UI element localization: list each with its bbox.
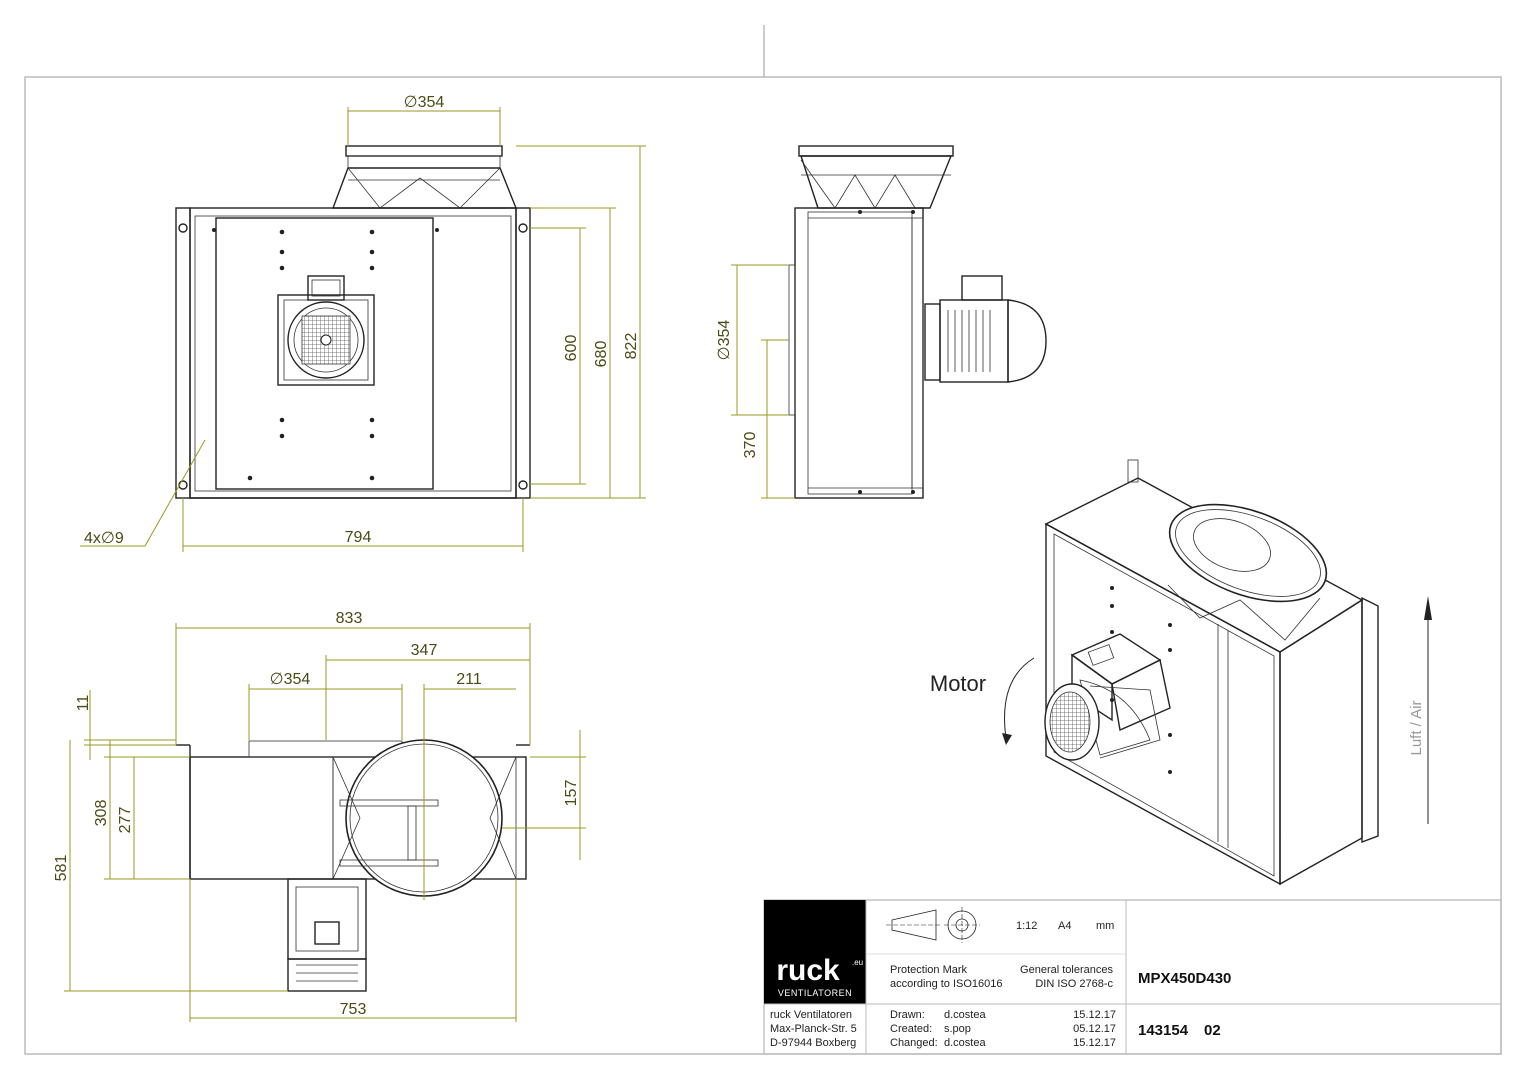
changed-date: 15.12.17 (1073, 1037, 1116, 1049)
dim-front-holes: 4x∅9 (84, 530, 124, 547)
drawn-label: Drawn: (890, 1009, 925, 1021)
front-view (175, 145, 531, 499)
dim-front-inlet-diameter: ∅354 (404, 94, 445, 111)
dim-top-depth-581: 581 (53, 855, 70, 882)
dim-top-depth-308: 308 (93, 800, 110, 827)
paper-size: A4 (1058, 920, 1071, 932)
product-name: MPX450D430 (1138, 970, 1231, 987)
projection-symbol-icon (886, 907, 980, 943)
dim-front-height-680: 680 (593, 341, 610, 368)
dim-front-height-600: 600 (563, 335, 580, 362)
logo-subtitle: VENTILATOREN (778, 988, 852, 998)
changed-label: Changed: (890, 1037, 938, 1049)
logo-box (764, 900, 866, 1004)
dim-front-width-794: 794 (345, 529, 372, 546)
dim-top-width-833: 833 (336, 610, 363, 627)
dim-top-offset-211: 211 (456, 671, 482, 688)
drawing-number: 143154 (1138, 1022, 1189, 1039)
created-date: 05.12.17 (1073, 1023, 1116, 1035)
motor-label: Motor (930, 671, 986, 696)
revision-number: 02 (1204, 1022, 1221, 1039)
air-direction-label: Luft / Air (1408, 700, 1425, 755)
isometric-view (1002, 459, 1432, 886)
created-label: Created: (890, 1023, 932, 1035)
tolerances-line2: DIN ISO 2768-c (1035, 978, 1113, 990)
logo-superscript: .eu (852, 958, 863, 967)
company-line3: D-97944 Boxberg (770, 1037, 856, 1049)
changed-by: d.costea (944, 1037, 986, 1049)
dim-top-outlet-157: 157 (563, 780, 580, 807)
company-line2: Max-Planck-Str. 5 (770, 1023, 857, 1035)
top-view-dimensions (64, 623, 586, 1022)
dim-side-outlet-diameter: ∅354 (716, 320, 733, 361)
created-by: s.pop (944, 1023, 971, 1035)
company-line1: ruck Ventilatoren (770, 1009, 852, 1021)
dim-top-width-753: 753 (340, 1001, 367, 1018)
protection-mark-line2: according to ISO16016 (890, 978, 1003, 990)
title-block (763, 899, 1502, 1055)
dim-top-flange-11: 11 (75, 695, 92, 712)
logo-wordmark: ruck (776, 954, 840, 987)
tolerances-line1: General tolerances (1020, 964, 1113, 976)
scale-value: 1:12 (1016, 920, 1037, 932)
drawn-date: 15.12.17 (1073, 1009, 1116, 1021)
dim-top-diameter: ∅354 (270, 671, 311, 688)
protection-mark-line1: Protection Mark (890, 964, 968, 976)
front-view-dimensions (80, 107, 646, 552)
dim-front-height-822: 822 (623, 333, 640, 360)
dim-top-depth-277: 277 (117, 807, 134, 834)
side-view-dimensions (731, 264, 795, 499)
dim-side-height-370: 370 (742, 432, 759, 459)
unit-value: mm (1096, 920, 1114, 932)
sheet-border (24, 76, 1502, 1055)
dim-top-offset-347: 347 (411, 642, 438, 659)
drawn-by: d.costea (944, 1009, 986, 1021)
side-view (788, 145, 1047, 499)
top-view (176, 739, 530, 992)
